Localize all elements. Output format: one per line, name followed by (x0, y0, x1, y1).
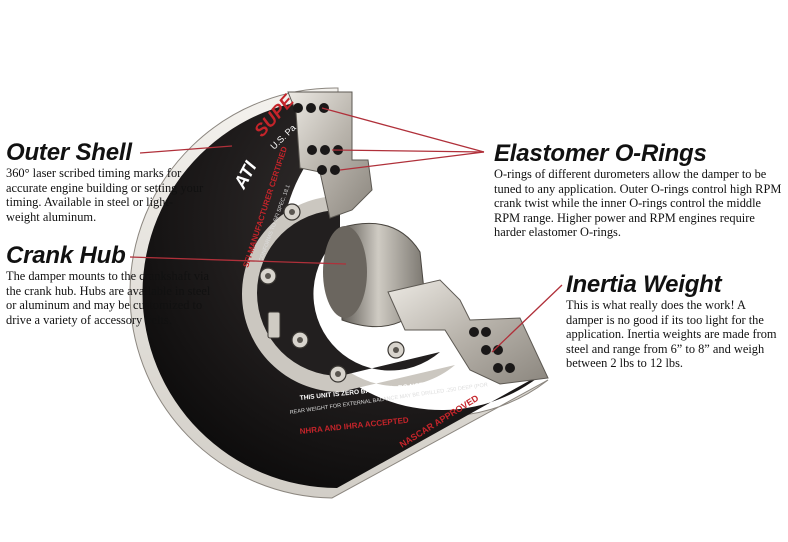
stud-bolt (267, 311, 281, 339)
outer-shell-body: 360° laser scribed timing marks for accu… (6, 166, 204, 224)
callout-inertia-weight: Inertia Weight This is what really does … (566, 272, 786, 371)
crank-hub-opening (323, 226, 367, 318)
inner-face (242, 196, 455, 392)
elastomer-orings-title: Elastomer O-Rings (494, 140, 707, 167)
crank-hub-title: Crank Hub (6, 242, 126, 269)
sfi-label: SFI MANUFACTURER CERTIFIED (241, 145, 289, 268)
brand-suffix-label: SUPE (250, 90, 298, 141)
us-pat-label: U.S. Pa (268, 123, 297, 152)
leader-oring-1 (321, 107, 485, 153)
lower-orings (469, 327, 515, 373)
inertia-weight-title: Inertia Weight (566, 271, 722, 298)
nhra-label: NHRA AND IHRA ACCEPTED (299, 416, 409, 436)
elastomer-orings-body: O-rings of different durometers allow th… (494, 167, 782, 240)
callout-crank-hub: Crank Hub The damper mounts to the crank… (6, 243, 221, 327)
leader-oring-3 (339, 151, 485, 171)
upper-orings (293, 103, 343, 175)
rear-weight-label: REAR WEIGHT FOR EXTERNAL BALANCE MAY BE … (289, 382, 488, 416)
zero-balance-label: THIS UNIT IS ZERO BALANCE - DO NOT DRILL (299, 380, 444, 402)
callout-elastomer-orings: Elastomer O-Rings O-rings of different d… (494, 141, 784, 240)
cross-section-lower (387, 279, 549, 385)
hub-bolt-centers (265, 209, 399, 377)
crank-hub-body: The damper mounts to the crankshaft via … (6, 269, 211, 327)
conforms-label: CONFORMS TO SFI SPEC. 18.1 (258, 184, 291, 263)
cross-section-upper (287, 91, 373, 219)
leader-inertia (491, 284, 563, 353)
outer-shell-title: Outer Shell (6, 139, 132, 166)
callout-outer-shell: Outer Shell 360° laser scribed timing ma… (6, 140, 206, 224)
hub-bolts (259, 203, 405, 383)
leader-oring-2 (331, 149, 485, 153)
crank-hub-bore (339, 222, 426, 328)
nascar-label: NASCAR APPROVED (398, 393, 481, 450)
inertia-weight-body: This is what really does the work! A dam… (566, 298, 777, 371)
hub-ring (257, 210, 440, 376)
brand-label: ATI (229, 157, 261, 193)
